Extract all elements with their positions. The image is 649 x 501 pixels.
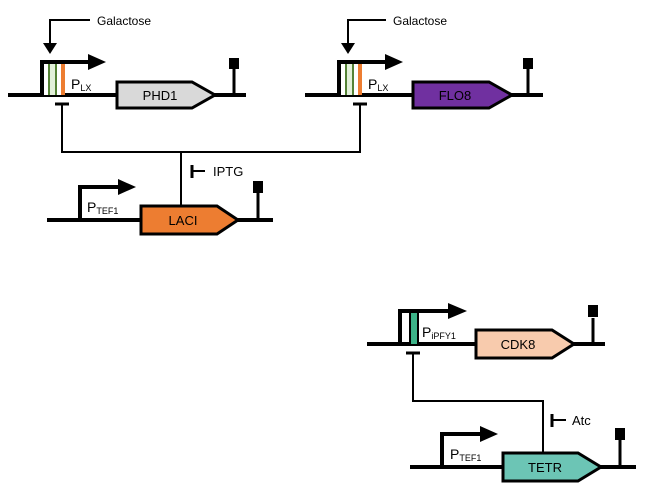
- gene-label: FLO8: [439, 88, 472, 103]
- galactose-arrow-icon: [347, 19, 386, 45]
- gene-label: PHD1: [143, 88, 178, 103]
- phd1-circuit: Galactose PLX PHD1: [8, 14, 246, 152]
- promoter-label: PLX: [71, 76, 91, 93]
- gene-tetr[interactable]: [501, 451, 604, 483]
- promoter-label: PTEF1: [450, 446, 481, 463]
- inducer-label: Galactose: [97, 14, 151, 28]
- gene-phd1[interactable]: [115, 80, 219, 110]
- promoter-label: PLX: [368, 76, 388, 93]
- operator-orange: [61, 64, 65, 95]
- promoter-arrow-icon: [78, 185, 120, 220]
- laci-circuit: PTEF1 LACI IPTG: [47, 152, 273, 236]
- promoter-arrow-icon: [40, 60, 90, 95]
- gene-label: TETR: [528, 460, 562, 475]
- promoter-arrow-icon: [398, 309, 450, 344]
- repression-connector: [412, 353, 544, 452]
- inhibitor-label: IPTG: [213, 164, 243, 179]
- cdk8-circuit: PiPFY1 CDK8: [367, 303, 605, 452]
- galactose-arrowhead-icon: [43, 43, 57, 54]
- operator-sites: [44, 64, 65, 95]
- inhibitor-label: Atc: [572, 413, 591, 428]
- promoter-label: PiPFY1: [422, 324, 456, 341]
- flo8-circuit: Galactose PLX FLO8: [305, 14, 543, 152]
- galactose-arrowhead-icon: [341, 43, 355, 54]
- gene-label: LACI: [169, 213, 198, 228]
- operator-sites: [341, 64, 362, 95]
- gene-label: CDK8: [501, 337, 536, 352]
- operator-orange: [358, 64, 362, 95]
- tetr-circuit: PTEF1 TETR Atc: [410, 413, 636, 483]
- gene-laci[interactable]: [139, 204, 241, 236]
- operator-teal: [411, 313, 417, 344]
- gene-flo8[interactable]: [411, 80, 516, 110]
- gene-cdk8[interactable]: [474, 328, 577, 360]
- inducer-label: Galactose: [393, 14, 447, 28]
- promoter-arrow-icon: [440, 432, 482, 467]
- galactose-arrow-icon: [49, 19, 90, 45]
- promoter-label: PTEF1: [87, 199, 118, 216]
- promoter-arrow-icon: [337, 60, 387, 95]
